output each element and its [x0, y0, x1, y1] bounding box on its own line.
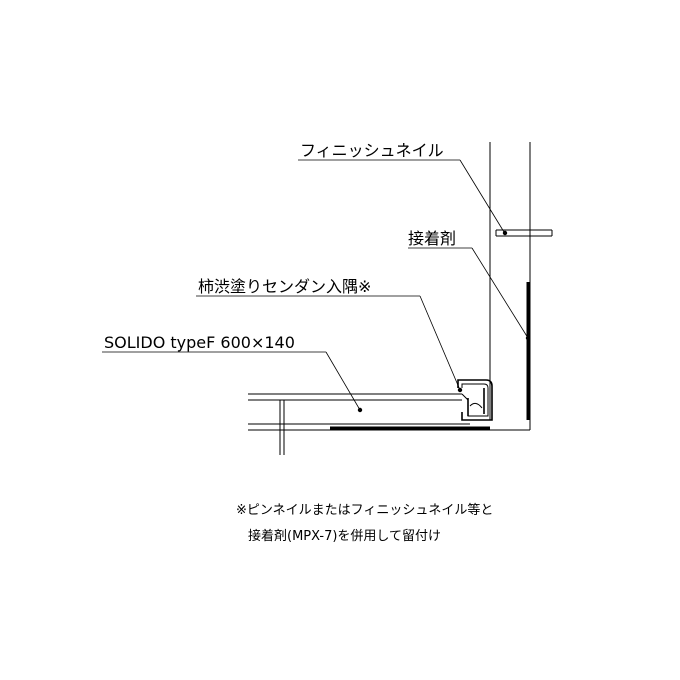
leader-finish-nail [298, 159, 508, 236]
wall-board [248, 142, 553, 431]
note-line-1: ※ピンネイルまたはフィニッシュネイル等と [236, 502, 493, 518]
label-product: SOLIDO typeF 600×140 [104, 333, 295, 352]
label-finish-nail: フィニッシュネイル [300, 141, 444, 160]
note-line-2: 接着剤(MPX-7)を併用して留付け [248, 528, 441, 544]
label-adhesive: 接着剤 [408, 229, 456, 248]
floor-panel [248, 393, 470, 455]
label-corner-trim: 柿渋塗りセンダン入隅※ [198, 277, 371, 296]
leader-corner-trim [196, 295, 463, 393]
corner-trim-profile [457, 379, 493, 421]
leader-product [102, 351, 363, 413]
leader-adhesive [408, 247, 531, 341]
